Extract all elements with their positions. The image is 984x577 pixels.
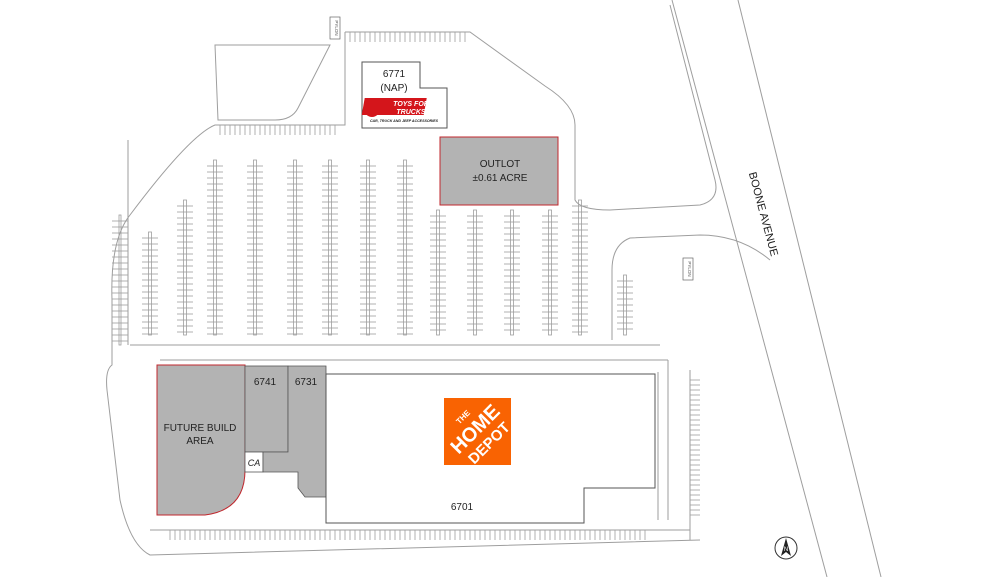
logo-tagline: CAR, TRUCK AND JEEP ACCESSORIES (370, 119, 439, 123)
outlot-label: OUTLOT (480, 159, 521, 170)
future-area-line2: AREA (186, 436, 214, 447)
common-area: CA (244, 451, 264, 473)
drive-lanes (127, 140, 690, 531)
north-compass-icon: N (774, 536, 798, 560)
parking-row (578, 199, 582, 336)
parking-row (548, 209, 552, 336)
anchor-building-6701[interactable]: 6701 THE HOME DEPOT (325, 373, 656, 524)
parking-row (118, 214, 122, 346)
pylon-sign (329, 16, 341, 40)
unit-6731-label: 6731 (295, 377, 318, 388)
pylon-label-right: PYLON (687, 261, 692, 276)
unit-6741[interactable]: 6741 (244, 365, 289, 453)
building-6771-status: (NAP) (380, 83, 407, 94)
logo-line-1: TOYS FOR (393, 101, 429, 108)
parking-row (328, 159, 332, 336)
parking-row (403, 159, 407, 336)
future-area-line1: FUTURE BUILD (164, 423, 237, 434)
site-boundary (106, 4, 771, 556)
parking-row (510, 209, 514, 336)
building-6771-number: 6771 (383, 69, 406, 80)
pylon-sign-2 (682, 257, 694, 281)
parking-row (183, 199, 187, 336)
logo-line-2: TRUCKS (396, 109, 425, 116)
home-depot-logo: THE HOME DEPOT (444, 398, 514, 468)
parking-row (473, 209, 477, 336)
anchor-unit-label: 6701 (451, 502, 474, 513)
parking-row (148, 231, 152, 336)
street-label: BOONE AVENUE (746, 171, 780, 258)
boone-avenue-road (671, 0, 882, 577)
parking-row (293, 159, 297, 336)
parking-row (436, 209, 440, 336)
landscape-island (214, 44, 331, 121)
parking-row (213, 159, 217, 336)
outlot-parcel[interactable]: OUTLOT ±0.61 ACRE (439, 136, 559, 206)
parking-row (366, 159, 370, 336)
building-6771[interactable]: 6771 (NAP) TOYS FOR TRUCKS CAR, TRUCK AN… (361, 61, 448, 129)
common-area-label: CA (248, 458, 261, 468)
unit-6741-label: 6741 (254, 377, 277, 388)
outlot-acreage: ±0.61 ACRE (473, 173, 528, 184)
parking-rows (112, 32, 700, 540)
pylon-label-top: PYLON (334, 20, 339, 35)
compass-label: N (784, 547, 788, 553)
future-build-area[interactable]: FUTURE BUILD AREA (156, 364, 246, 516)
toys-for-trucks-logo: TOYS FOR TRUCKS CAR, TRUCK AND JEEP ACCE… (361, 98, 439, 123)
parking-row (253, 159, 257, 336)
